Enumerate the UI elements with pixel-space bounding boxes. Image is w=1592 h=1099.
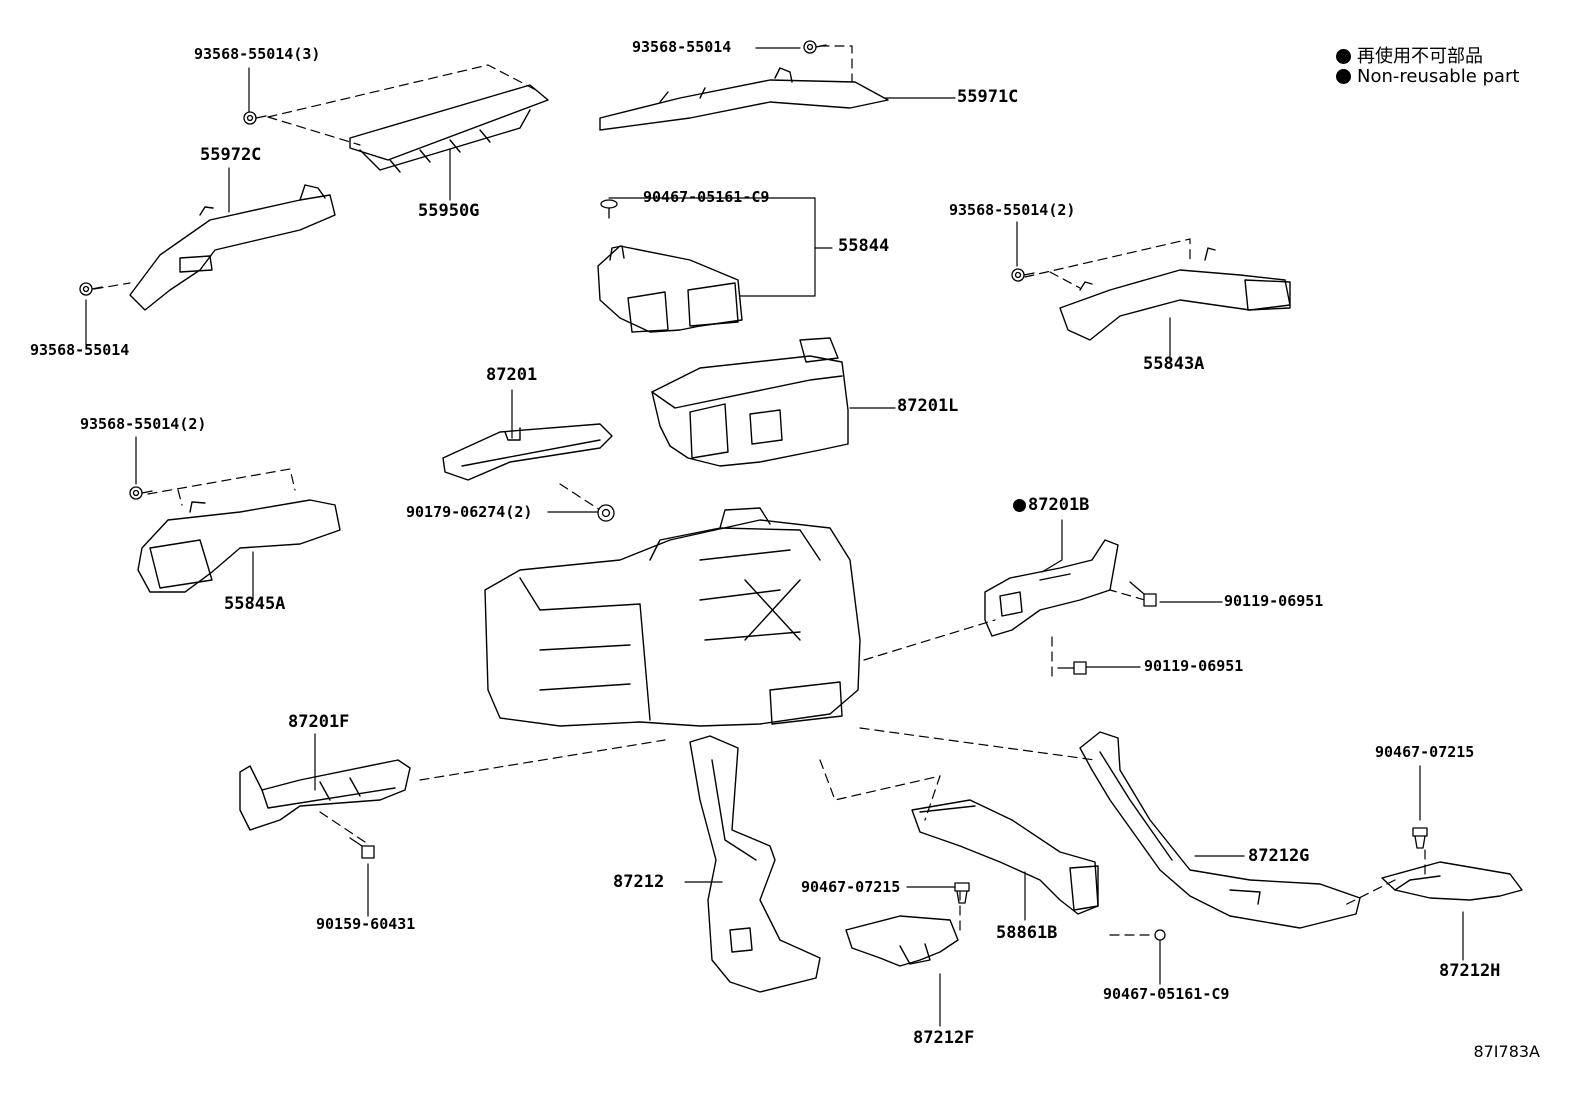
clip-icon	[600, 199, 618, 219]
part-87201F	[239, 759, 411, 831]
part-87212H	[1381, 861, 1523, 901]
part-87201	[442, 423, 613, 481]
part-hvac-unit	[484, 507, 861, 727]
label-93568-55014-2-left: 93568-55014(2)	[80, 415, 207, 433]
legend-line-1: 再使用不可部品	[1336, 42, 1483, 68]
part-shapes	[129, 67, 1523, 993]
legend-text-jp: 再使用不可部品	[1357, 46, 1483, 67]
label-87201B: 87201B	[1013, 497, 1089, 514]
label-90119-06951-b: 90119-06951	[1144, 657, 1244, 675]
bolt-icon	[79, 282, 103, 296]
label-90159-60431: 90159-60431	[316, 915, 416, 933]
diagram-code: 87I783A	[1473, 1042, 1540, 1061]
label-93568-55014-left: 93568-55014	[30, 341, 130, 359]
non-reusable-dot-icon	[1336, 69, 1351, 84]
non-reusable-dot-icon	[1336, 49, 1351, 64]
label-93568-55014-top: 93568-55014	[632, 38, 732, 56]
label-87212H: 87212H	[1439, 961, 1501, 981]
non-reusable-dot-icon	[1013, 499, 1026, 512]
legend-line-2: Non-reusable part	[1336, 66, 1519, 87]
bolt-icon	[1129, 581, 1157, 607]
bolt-icon	[243, 111, 267, 125]
label-87201L: 87201L	[897, 396, 959, 416]
label-87201: 87201	[486, 365, 538, 385]
label-55950G: 55950G	[418, 201, 480, 221]
bolt-icon	[1011, 268, 1035, 282]
label-90119-06951-a: 90119-06951	[1224, 592, 1324, 610]
part-58861B	[911, 799, 1099, 915]
label-55843A: 55843A	[1143, 354, 1205, 374]
part-87201L	[651, 337, 849, 467]
bolt-icon	[349, 837, 375, 859]
label-87212: 87212	[613, 872, 665, 892]
label-55844: 55844	[838, 236, 890, 256]
label-87212G: 87212G	[1248, 846, 1310, 866]
bolt-icon	[1057, 661, 1087, 675]
clip-icon	[1154, 929, 1166, 941]
part-87201B	[984, 539, 1119, 637]
fasteners	[79, 40, 1428, 941]
label-90467-05161-C9-top: 90467-05161-C9	[643, 188, 770, 206]
bolt-icon	[803, 40, 827, 54]
part-87212F	[845, 915, 959, 967]
label-58861B: 58861B	[996, 923, 1058, 943]
part-55972C	[129, 184, 336, 311]
label-55972C: 55972C	[200, 145, 262, 165]
clip-icon	[1412, 827, 1428, 849]
part-55844	[597, 245, 743, 333]
part-55843A	[1059, 247, 1291, 341]
label-90467-05161-C9-bottom: 90467-05161-C9	[1103, 985, 1230, 1003]
label-90467-07215-mid: 90467-07215	[801, 878, 901, 896]
label-93568-55014-2-right: 93568-55014(2)	[949, 201, 1076, 219]
part-87212G	[1079, 731, 1361, 929]
part-55971C	[599, 67, 889, 131]
label-90179-06274-2: 90179-06274(2)	[406, 503, 533, 521]
leader-lines	[85, 47, 1464, 1027]
bolt-icon	[129, 486, 153, 500]
legend-text-en: Non-reusable part	[1357, 66, 1520, 87]
clip-icon	[954, 882, 970, 904]
label-90467-07215-right: 90467-07215	[1375, 743, 1475, 761]
label-55845A: 55845A	[224, 594, 286, 614]
label-87201B-text: 87201B	[1028, 495, 1090, 515]
label-93568-55014-3: 93568-55014(3)	[194, 45, 321, 63]
label-55971C: 55971C	[957, 87, 1019, 107]
label-87212F: 87212F	[913, 1028, 975, 1048]
dashed-lines	[93, 45, 1426, 936]
part-87212	[689, 735, 821, 993]
part-55845A	[137, 499, 341, 593]
part-55950G	[349, 84, 549, 173]
label-87201F: 87201F	[288, 712, 350, 732]
nut-icon	[597, 504, 615, 522]
